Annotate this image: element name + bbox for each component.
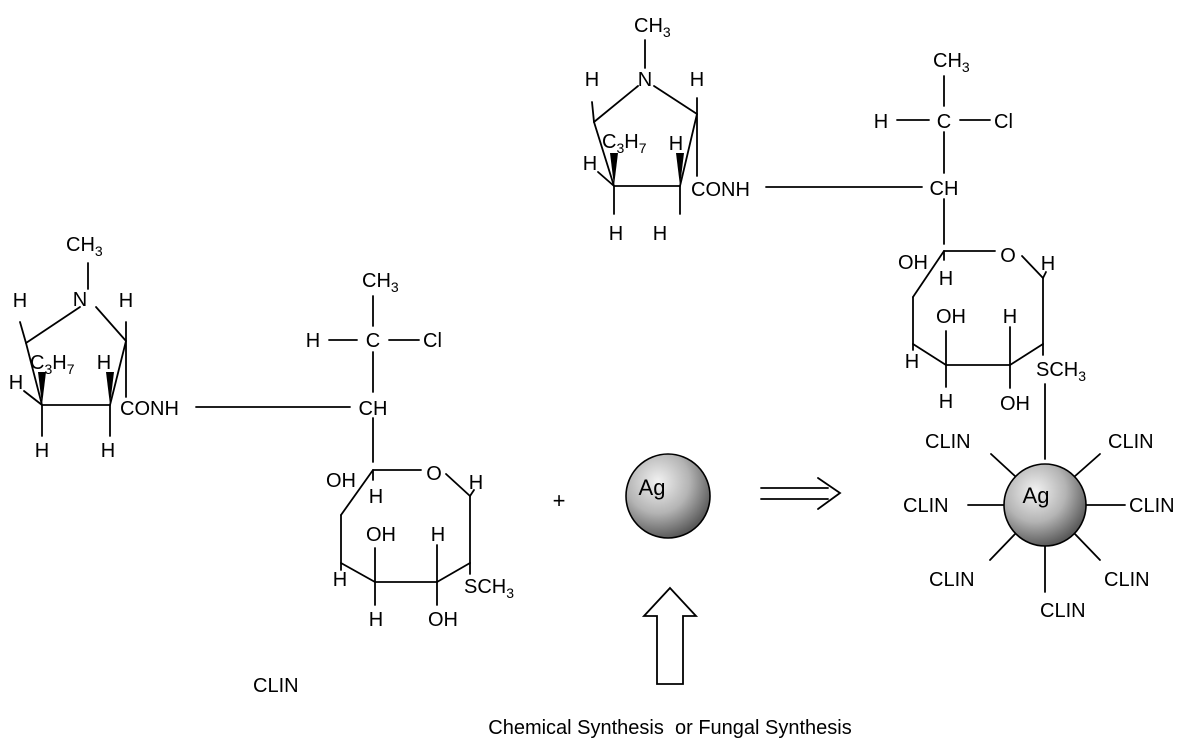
conjugated-clin-molecule: CH3 N H H C3H7 H H CONH H H CH3 H C Cl C…: [583, 15, 1086, 460]
synthesis-caption: Chemical Synthesis or Fungal Synthesis: [488, 717, 852, 739]
clin-ligand-label: CLIN: [1129, 495, 1175, 517]
h-label: H: [609, 223, 623, 245]
sugar-ring: [340, 469, 475, 606]
h-label: H: [939, 268, 953, 290]
h-label: H: [306, 330, 320, 352]
carbon-text: C: [937, 111, 951, 133]
molecule-name-caption: CLIN: [253, 675, 299, 697]
carbon-text: C: [366, 330, 380, 352]
thiomethyl-text: SCH3: [1036, 359, 1086, 384]
amide-text: CONH: [120, 398, 179, 420]
sugar-ring: [912, 250, 1047, 389]
hydroxyl-text: OH: [366, 524, 396, 546]
h-label: H: [939, 391, 953, 413]
clin-capped-nanoparticle: Ag CLIN CLIN CLIN CLIN CLIN CLIN CLIN: [903, 431, 1175, 622]
silver-label: Ag: [639, 475, 666, 500]
hydroxyl-text: OH: [898, 252, 928, 274]
silver-nanoparticle-sphere-icon: [1003, 463, 1087, 547]
h-label: H: [585, 69, 599, 91]
hydroxyl-text: OH: [1000, 393, 1030, 415]
clindamycin-molecule: CH3 N H H C3H7 H H CONH H H CH3 H C Cl C…: [9, 234, 514, 631]
ch-text: CH: [359, 398, 388, 420]
pyrrolidine-ring: [19, 262, 127, 437]
clin-ligand-label: CLIN: [1108, 431, 1154, 453]
h-label: H: [1041, 253, 1055, 275]
ring-nitrogen-text: N: [73, 289, 87, 311]
h-label: H: [431, 524, 445, 546]
h-label: H: [369, 609, 383, 631]
radial-bonds: [967, 453, 1126, 593]
pyrrolidine-ring: [591, 39, 698, 215]
h-label: H: [9, 372, 23, 394]
methyl-text: CH3: [933, 50, 970, 75]
h-label: H: [13, 290, 27, 312]
h-label: H: [1003, 306, 1017, 328]
side-chain-bonds: [195, 295, 420, 463]
silver-label: Ag: [1023, 483, 1050, 508]
h-label: H: [97, 352, 111, 374]
h-label: H: [119, 290, 133, 312]
ring-oxygen-text: O: [426, 463, 442, 485]
silver-nanoparticle-sphere-icon: [625, 453, 711, 539]
h-label: H: [369, 486, 383, 508]
hydroxyl-text: OH: [326, 470, 356, 492]
h-label: H: [583, 153, 597, 175]
plus-sign: +: [553, 488, 566, 513]
clin-ligand-label: CLIN: [1104, 569, 1150, 591]
amide-text: CONH: [691, 179, 750, 201]
double-line-right-arrow-icon: [760, 477, 842, 510]
hydroxyl-text: OH: [936, 306, 966, 328]
h-label: H: [333, 569, 347, 591]
h-label: H: [101, 440, 115, 462]
h-label: H: [35, 440, 49, 462]
clin-ligand-label: CLIN: [1040, 600, 1086, 622]
h-label: H: [690, 69, 704, 91]
propyl-text: C3H7: [602, 131, 647, 156]
methyl-text: CH3: [66, 234, 103, 259]
h-label: H: [469, 472, 483, 494]
ring-nitrogen-text: N: [638, 69, 652, 91]
hollow-up-arrow-icon: [641, 586, 699, 685]
h-label: H: [669, 133, 683, 155]
hydroxyl-text: OH: [428, 609, 458, 631]
ch-text: CH: [930, 178, 959, 200]
clin-ligand-label: CLIN: [925, 431, 971, 453]
side-chain-bonds: [765, 75, 991, 245]
ring-oxygen-text: O: [1000, 245, 1016, 267]
methyl-text: CH3: [634, 15, 671, 40]
chlorine-text: Cl: [423, 330, 442, 352]
propyl-text: C3H7: [30, 352, 75, 377]
h-label: H: [905, 351, 919, 373]
thiomethyl-text: SCH3: [464, 576, 514, 601]
clin-ligand-label: CLIN: [903, 495, 949, 517]
clin-ligand-label: CLIN: [929, 569, 975, 591]
h-label: H: [874, 111, 888, 133]
chlorine-text: Cl: [994, 111, 1013, 133]
methyl-text: CH3: [362, 270, 399, 295]
silver-nanoparticle: Ag: [625, 453, 711, 539]
h-label: H: [653, 223, 667, 245]
